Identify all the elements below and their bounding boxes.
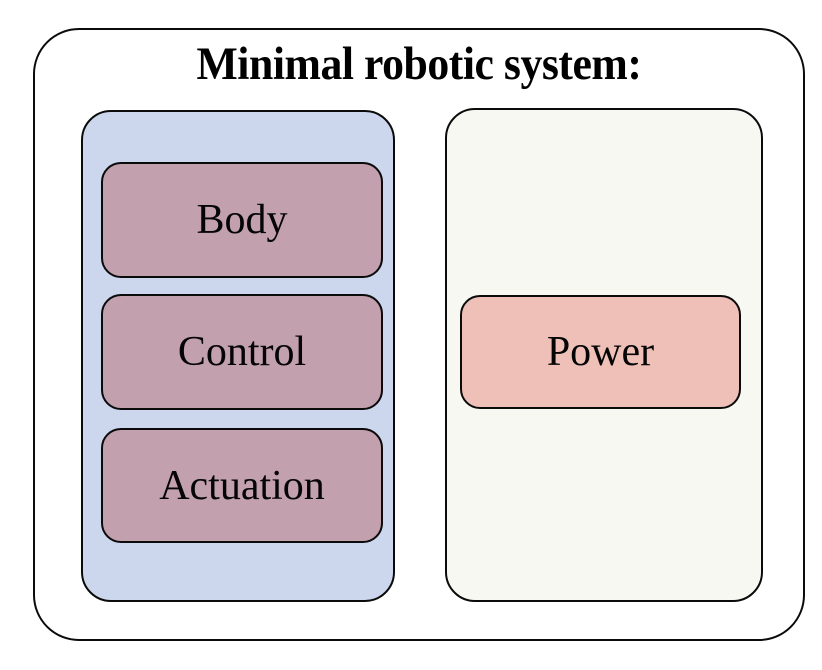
node-body[interactable]: Body [101,162,383,278]
node-control-label: Control [177,329,307,375]
node-control[interactable]: Control [101,294,383,410]
page-title: Minimal robotic system: [196,38,642,90]
node-actuation[interactable]: Actuation [101,428,383,543]
node-power[interactable]: Power [460,295,741,409]
node-power-label: Power [546,329,655,375]
node-body-label: Body [196,197,288,243]
node-actuation-label: Actuation [159,462,325,509]
